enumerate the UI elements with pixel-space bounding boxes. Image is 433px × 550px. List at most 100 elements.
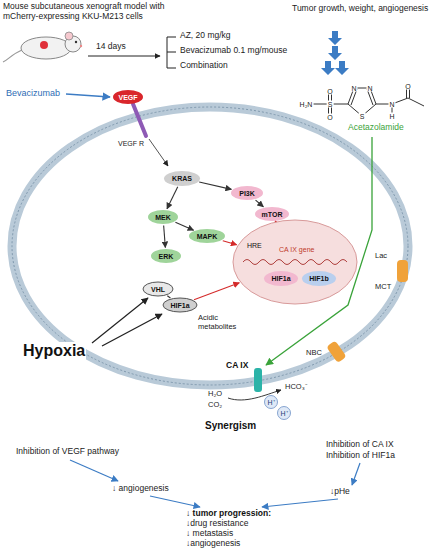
node-label: HIF1a: [271, 275, 290, 282]
receptor-arrow: [149, 139, 168, 166]
label-text: H₂N: [299, 101, 314, 108]
node-label: CA IX gene: [279, 246, 314, 253]
mct-transporter: [397, 260, 408, 282]
vegf-receptor: [133, 104, 146, 136]
nucleus-ellipse: HRE CA IX geneHIF1a HIF1b: [233, 220, 357, 304]
label-text: Bevacizumab 0.1 mg/mouse: [180, 46, 287, 56]
label-text: Inhibition of HIF1a: [326, 451, 395, 461]
label-text: O: [404, 83, 411, 90]
node-outline: [151, 249, 181, 263]
connector: [223, 241, 237, 245]
protein-ellipse: HIF1a: [163, 298, 197, 312]
flow-arrow: [262, 499, 338, 507]
timeline-arrow: [88, 56, 160, 57]
node-outline: [233, 220, 357, 304]
node-label: VHL: [151, 286, 165, 293]
label-text: VEGF R: [118, 140, 144, 148]
label-text: H₂O: [208, 390, 222, 399]
label-text: CA IX: [226, 361, 248, 371]
label-text: N: [350, 85, 357, 92]
label-text: Bevacizumab: [6, 88, 60, 98]
dna-strand: [243, 260, 347, 265]
label-text: MCT: [375, 283, 391, 292]
label-text: ↓angiogenesis: [186, 539, 240, 549]
node-label: MAPK: [197, 233, 218, 240]
connector: [167, 296, 170, 298]
node-outline: [302, 271, 336, 286]
connector: [194, 283, 239, 300]
node-label: VEGF: [118, 94, 137, 101]
connector: [175, 222, 193, 230]
label-text: Acetazolamide: [348, 123, 404, 133]
protein-ellipse: VEGF: [113, 90, 143, 104]
protein-ellipse: MAPK: [189, 229, 225, 243]
label-text: N: [388, 101, 395, 108]
label-text: ↓ metastasis: [186, 529, 233, 539]
node-label: MEK: [155, 214, 171, 221]
label-text: CO₂: [208, 401, 222, 410]
node-outline: [113, 90, 143, 104]
node-outline: [255, 207, 289, 221]
ca9-channel: [254, 368, 262, 392]
decrease-arrows: [321, 31, 349, 75]
hypoxia-arrow: [102, 314, 162, 346]
protein-ellipse: KRAS: [164, 171, 200, 186]
connector: [256, 200, 264, 207]
label-text: ↓ tumor progression:: [186, 509, 271, 519]
proton-dot: [278, 407, 291, 420]
label-text: ↓drug resistance: [186, 519, 248, 529]
label-text: O: [326, 114, 333, 121]
label-text: 14 days: [96, 42, 126, 52]
label-text: Acidic metabolites: [198, 314, 248, 331]
label-text: H⁺: [267, 399, 274, 406]
connector: [164, 225, 166, 247]
nbc-transporter: [326, 340, 346, 363]
label-text: ↓pHe: [330, 487, 350, 497]
protein-ellipse: MEK: [148, 210, 178, 224]
mouse-figure: [3, 32, 82, 62]
label-text: ↓ angiogenesis: [112, 484, 169, 494]
node-label: PI3K: [239, 190, 255, 197]
protein-ellipse: ERK: [151, 249, 181, 263]
label-text: Combination: [180, 61, 228, 71]
node-label: KRAS: [172, 175, 192, 182]
node-label: HIF1a: [170, 302, 189, 309]
node-outline: [148, 210, 178, 224]
bracket: [167, 37, 176, 68]
label-text: H⁺: [280, 410, 287, 417]
node-label: HIF1b: [309, 275, 328, 282]
protein-ellipse: mTOR: [255, 207, 289, 221]
flow-arrow: [352, 463, 360, 485]
label-text: Lac: [375, 252, 387, 261]
node-outline: [164, 171, 200, 186]
node-shape: [233, 220, 357, 304]
node-outline: [143, 282, 173, 296]
node-label: ERK: [159, 253, 174, 260]
label-text: N: [366, 85, 373, 92]
connector: [167, 187, 178, 209]
bevacizumab-arrow: [66, 94, 110, 97]
label-text: AZ, 20 mg/kg: [180, 31, 231, 41]
label-text: S: [359, 113, 366, 120]
protein-ellipse: HIF1a: [264, 271, 298, 286]
label-text: Tumor growth, weight, angiogenesis: [292, 4, 430, 14]
proton-dot: [265, 396, 278, 409]
node-outline: [163, 298, 197, 312]
node-label: HRE: [247, 242, 262, 249]
cell-membrane: [12, 107, 408, 385]
protein-ellipse: PI3K: [231, 186, 263, 200]
label-text: Inhibition of VEGF pathway: [16, 447, 119, 457]
label-text: NBC: [306, 349, 322, 358]
protein-ellipse: VHL: [143, 282, 173, 296]
node-outline: [264, 271, 298, 286]
node-outline: [231, 186, 263, 200]
label-text: O: [326, 88, 333, 95]
label-text: Hypoxia: [22, 342, 86, 360]
connector: [199, 182, 231, 189]
label-text: HCO₃⁻: [285, 383, 308, 392]
label-text: Mouse subcutaneous xenograft model with …: [3, 2, 198, 22]
label-text: Synergism: [205, 420, 256, 432]
label-text: H: [388, 113, 395, 120]
